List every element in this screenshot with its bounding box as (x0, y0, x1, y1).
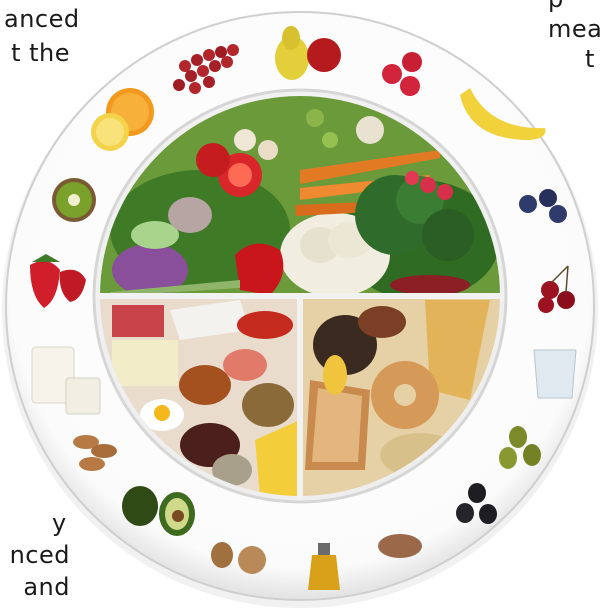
apple-icon (307, 38, 341, 72)
beet-icon (390, 275, 470, 295)
potato-icon (358, 306, 406, 338)
corn-icon (323, 355, 347, 395)
lobster-icon (237, 311, 293, 339)
salmon-fillet-icon (112, 305, 164, 337)
red-pepper-icon (235, 244, 283, 295)
turnip-icon (168, 197, 212, 233)
mushroom-icon (234, 129, 256, 151)
seed-icon (378, 534, 422, 558)
salmon-steak-icon (223, 349, 267, 381)
brussels-sprout-icon (306, 109, 324, 127)
glass-icon (534, 350, 576, 398)
chicken-leg-icon (179, 365, 231, 405)
lentils-icon (242, 383, 294, 427)
yogurt-icon (66, 378, 100, 414)
cucumber-icon (131, 221, 179, 249)
tofu-icon (112, 340, 178, 386)
kiwi-icon (52, 178, 96, 222)
radish-icon (420, 177, 436, 193)
